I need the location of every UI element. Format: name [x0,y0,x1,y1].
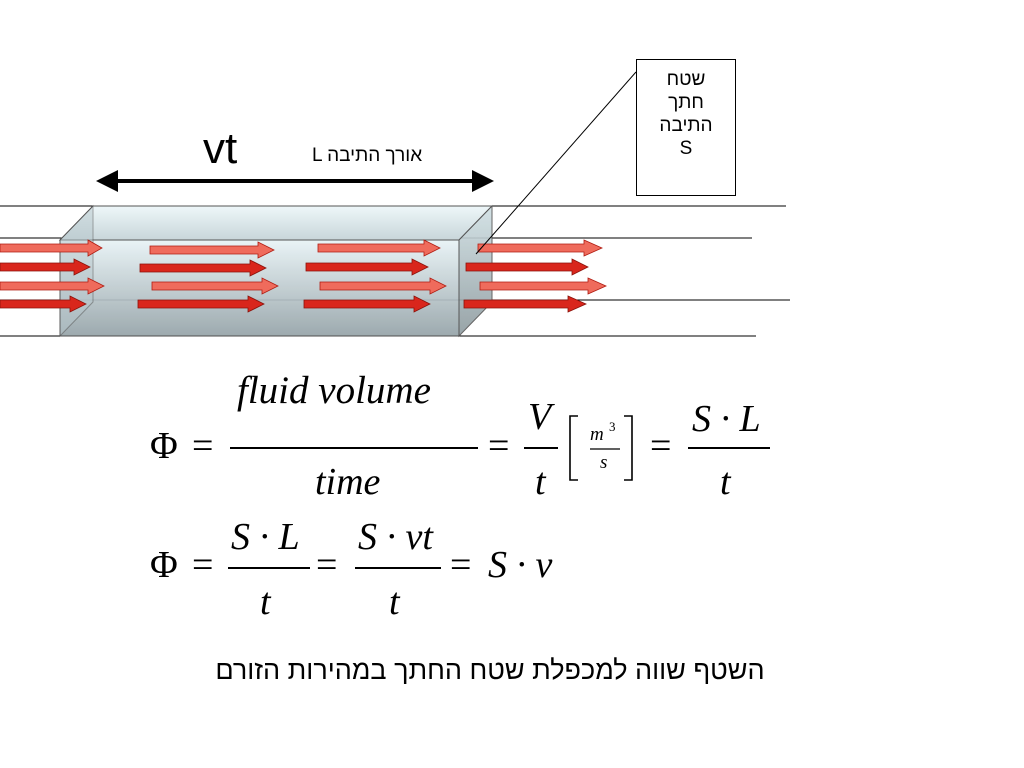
flow-arrow [477,239,603,257]
flow-arrow [303,295,431,313]
flow-arrow [137,295,265,313]
equals-sign: = [650,425,672,467]
flow-arrow [0,277,105,295]
equals-sign: = [450,544,472,586]
fraction-bar [228,567,310,569]
fraction-numerator: S · L [692,398,761,440]
fraction-bar [230,447,478,449]
fraction-numerator: fluid volume [237,369,431,412]
flow-arrow [317,239,441,257]
callout-pointer [475,71,637,255]
flow-arrow [151,277,279,295]
cross-section-line: חתך [668,92,704,113]
length-double-arrow [96,170,494,192]
unit-denominator: s [600,452,608,473]
fraction-numerator: V [528,396,552,438]
equals-sign: = [192,544,214,586]
length-label: L אורך התיבה [312,145,423,166]
phi-symbol: Φ [150,544,178,586]
flow-arrow [479,277,607,295]
cross-section-line: התיבה [659,115,713,136]
unit-exponent: 3 [609,419,616,434]
fraction-bar [524,447,558,449]
flow-arrow [149,241,275,259]
flow-arrow [0,295,87,313]
flow-arrow [139,259,267,277]
cross-section-line: S [679,138,693,159]
flow-arrow [0,258,91,276]
fraction-numerator: S · vt [358,516,433,558]
phi-symbol: Φ [150,425,178,467]
caption-text: השטף שווה למכפלת שטח החתך במהירות הזורם [215,655,765,685]
equals-sign: = [192,425,214,467]
flow-arrow [463,295,587,313]
fraction-denominator: t [389,581,400,623]
box-top-face [58,205,494,241]
fraction-denominator: t [720,461,731,503]
flow-arrow [465,258,589,276]
flow-arrow [305,258,429,276]
fraction-bar [688,447,770,449]
fraction-denominator: time [315,461,381,503]
fraction-denominator: t [260,581,271,623]
cross-section-label-box: שטח חתך התיבה S [636,59,736,196]
fraction-numerator: S · L [231,516,300,558]
flow-box-diagram [0,71,790,338]
equals-sign: = [316,544,338,586]
cross-section-line: שטח [666,69,706,90]
unit-brackets [569,415,633,481]
fraction-bar [355,567,441,569]
flow-arrows [0,239,607,313]
equals-sign: = [488,425,510,467]
result-expression: S · v [488,544,553,586]
unit-numerator: m [590,424,604,445]
fraction-denominator: t [535,461,546,503]
vt-label: vt [203,124,238,173]
flow-arrow [0,239,103,257]
flow-arrow [319,277,447,295]
